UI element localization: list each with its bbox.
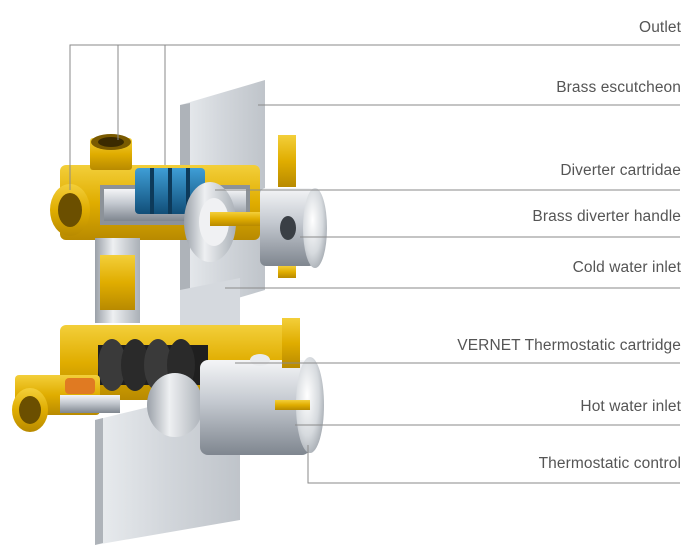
diverter-handle-part <box>184 135 327 278</box>
spring-element <box>65 378 95 394</box>
leader-outlet <box>69 44 680 190</box>
label-cold-water-inlet: Cold water inlet <box>572 259 681 276</box>
label-thermostatic-control: Thermostatic control <box>538 455 681 472</box>
label-hot-water-inlet: Hot water inlet <box>580 398 681 415</box>
label-brass-diverter-handle: Brass diverter handle <box>532 208 681 225</box>
label-diverter-cartridge: Diverter cartridae <box>560 162 681 179</box>
leader-thermostatic-control <box>307 445 680 484</box>
label-outlet: Outlet <box>639 19 681 36</box>
leader-lines <box>69 44 680 484</box>
thermostatic-control-part <box>147 318 324 455</box>
label-vernet-thermostatic-cartridge: VERNET Thermostatic cartridge <box>457 337 681 354</box>
label-brass-escutcheon: Brass escutcheon <box>556 79 681 96</box>
